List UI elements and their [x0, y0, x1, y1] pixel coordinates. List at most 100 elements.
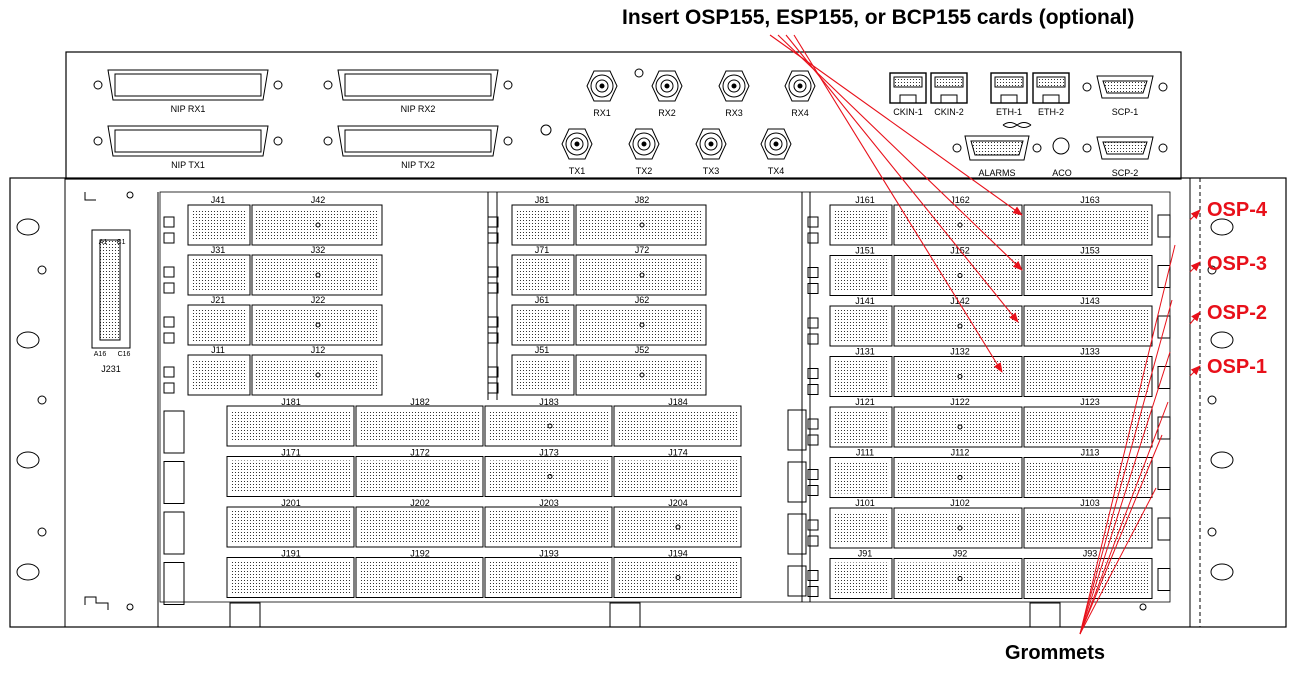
slot-j62-outline	[575, 304, 707, 346]
slot-j184-label: J184	[668, 397, 688, 407]
bnc-rx3-ring	[722, 74, 746, 98]
slot-j62-pins	[579, 309, 703, 341]
nip-tx1-connector-label: NIP TX1	[171, 160, 205, 170]
slot-j122-hole	[957, 424, 963, 430]
screw-hole-right-3	[1207, 527, 1217, 537]
slot-j122-outline	[893, 406, 1023, 448]
grommet-line-5	[1079, 434, 1163, 635]
slot-j162-hole	[957, 222, 963, 228]
osp-4-label: OSP-4	[1207, 199, 1268, 221]
right-column-latch-1	[1157, 214, 1171, 238]
slot-j42-outline	[251, 204, 383, 246]
slot-j142-label: J142	[950, 296, 970, 306]
slot-j91-pins	[833, 562, 889, 595]
slot-j194-outline	[613, 557, 742, 598]
right-column-guide-8-upper	[807, 570, 819, 581]
bracket-hook-bottom	[84, 596, 109, 610]
slot-j132-outline	[893, 356, 1023, 397]
j231-pins	[99, 239, 121, 341]
right-column-guide-1-lower	[807, 232, 819, 244]
slot-j112-label: J112	[951, 448, 970, 458]
slot-j22-label: J22	[311, 295, 326, 305]
right-guide-block-2	[787, 461, 807, 503]
bnc-tx4-inner	[769, 137, 783, 151]
scp-1-port-shell	[1096, 75, 1154, 99]
bnc-rx4-inner	[793, 79, 807, 93]
slot-j133-label: J133	[1080, 347, 1100, 357]
slot-j141-outline	[829, 305, 893, 347]
bnc-rx1: RX1	[586, 70, 618, 118]
aco-label: ACO	[1052, 168, 1072, 178]
slot-j32-hole	[315, 272, 321, 278]
slot-j172-pins	[359, 460, 480, 493]
slot-j71-outline	[511, 254, 575, 296]
slot-j21-pins	[191, 309, 247, 341]
bnc-rx1-hex	[586, 70, 618, 102]
slot-j112-outline	[893, 457, 1023, 498]
rj45-eth-2: ETH-2	[1032, 72, 1070, 117]
slot-j204-label: J204	[668, 498, 688, 508]
slot-j72-label: J72	[635, 245, 650, 255]
wide-row-guide-3	[163, 511, 185, 555]
slot-j121-outline	[829, 406, 893, 448]
slot-j161-label: J161	[855, 195, 875, 205]
mount-hole-right-2	[1210, 331, 1234, 349]
slot-j12-outline	[251, 354, 383, 396]
slot-j152-outline	[893, 255, 1023, 296]
slot-j21-outline	[187, 304, 251, 346]
slot-j202-outline	[355, 506, 484, 548]
slot-j192-label: J192	[410, 549, 430, 559]
slot-j82-outline	[575, 204, 707, 246]
mount-hole-left-2	[16, 331, 40, 349]
slot-j174-outline	[613, 456, 742, 497]
nip-rx2-connector-insert	[344, 73, 492, 97]
slot-j11-outline	[187, 354, 251, 396]
bnc-tx4-ring	[764, 132, 788, 156]
slot-j131-pins	[833, 360, 889, 393]
slot-j22-outline	[251, 304, 383, 346]
screw-hole-left-1	[37, 265, 47, 275]
slot-j103-outline	[1023, 507, 1153, 549]
slot-j31-label: J31	[211, 245, 226, 255]
slot-j11-pins	[191, 359, 247, 391]
nip-tx2-connector-screw-right	[503, 136, 513, 146]
slot-j81-outline	[511, 204, 575, 246]
slot-j93-outline	[1023, 558, 1153, 599]
slot-j82-label: J82	[635, 195, 650, 205]
nip-tx1-connector: NIP TX1	[93, 125, 283, 170]
top-plate	[65, 51, 1182, 180]
slot-j153-label: J153	[1080, 246, 1100, 256]
slot-j132-label: J132	[950, 347, 970, 357]
bnc-rx1-ring	[590, 74, 614, 98]
slot-j173-outline	[484, 456, 613, 497]
bnc-rx3: RX3	[718, 70, 750, 118]
slot-j62-label: J62	[635, 295, 650, 305]
slot-j183-label: J183	[539, 397, 559, 407]
slot-j92-label: J92	[953, 549, 968, 559]
bnc-tx3-inner	[704, 137, 718, 151]
slot-j11-label: J11	[211, 345, 225, 355]
rj45-eth-1: ETH-1	[990, 72, 1028, 117]
rj45-ckin-2-label: CKIN-2	[934, 107, 964, 117]
bnc-rx2-inner	[660, 79, 674, 93]
slot-j161-pins	[833, 209, 889, 241]
nip-rx1-connector-screw-right	[273, 80, 283, 90]
bnc-rx4-label: RX4	[791, 108, 809, 118]
slot-j153-pins	[1027, 259, 1149, 292]
bnc-tx1-pin	[574, 141, 580, 147]
j231-shell	[91, 229, 131, 349]
mount-hole-left-4	[16, 563, 40, 581]
slot-j81-label: J81	[535, 195, 550, 205]
panel-led	[634, 68, 644, 78]
slot-j42-pins	[255, 209, 379, 241]
rj45-ckin-1-latch	[899, 94, 917, 103]
bnc-rx1-label: RX1	[593, 108, 611, 118]
rj45-eth-2-latch	[1042, 94, 1060, 103]
bnc-tx2-label: TX2	[636, 166, 653, 176]
slot-j183-outline	[484, 405, 613, 447]
rj45-eth-1-latch	[1000, 94, 1018, 103]
slot-j201-pins	[230, 511, 351, 543]
